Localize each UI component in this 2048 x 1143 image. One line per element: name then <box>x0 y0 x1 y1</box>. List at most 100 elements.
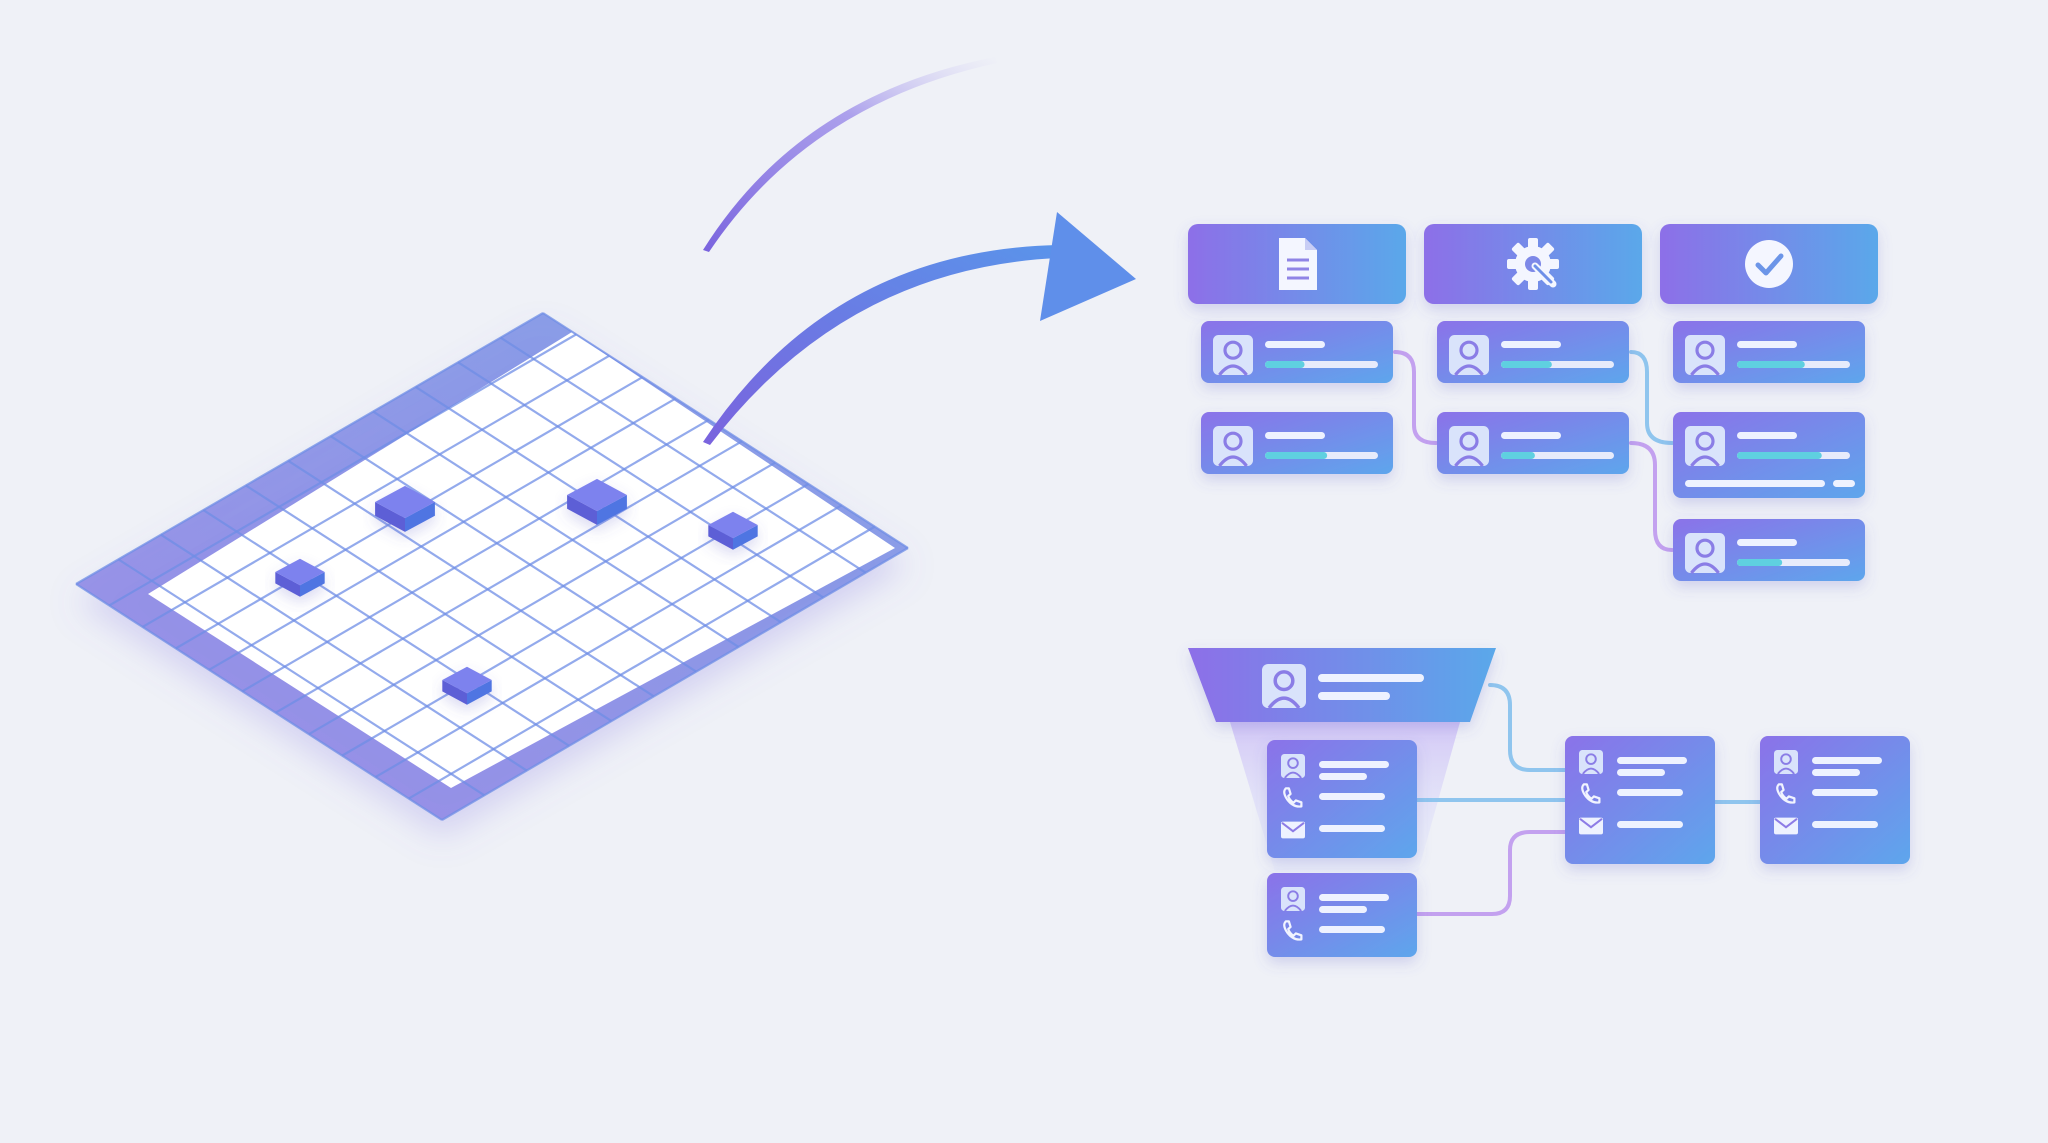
grid-line <box>275 440 743 714</box>
grid-block <box>708 511 758 550</box>
contact-card <box>1760 736 1910 864</box>
grid-line <box>374 504 843 779</box>
person-icon <box>1449 335 1489 377</box>
grid-line <box>141 354 610 628</box>
connector-line <box>1415 830 1567 916</box>
grid-line <box>75 312 544 585</box>
person-icon <box>1579 750 1603 775</box>
contact-card <box>1565 736 1715 864</box>
grid-lines <box>75 312 909 821</box>
mail-icon <box>1579 817 1603 835</box>
grid-line <box>241 418 710 693</box>
task-card <box>1673 412 1865 498</box>
text-line <box>1812 821 1878 828</box>
column-header <box>1660 224 1878 304</box>
contact-card <box>1267 740 1417 858</box>
phone-icon <box>1283 787 1303 808</box>
text-line <box>1318 692 1390 700</box>
person-icon <box>1281 754 1305 779</box>
phone-icon <box>1776 783 1796 804</box>
task-card <box>1673 321 1865 383</box>
text-line <box>1319 773 1367 780</box>
kanban-column <box>1660 224 1878 304</box>
text-line <box>1501 432 1561 439</box>
kanban-connectors <box>1393 350 1674 552</box>
grid-line <box>117 558 485 797</box>
text-line <box>1685 480 1825 487</box>
grid-line <box>160 533 528 772</box>
kanban-board <box>1188 224 1878 581</box>
text-line <box>1737 539 1797 546</box>
check-circle-icon <box>1745 240 1793 288</box>
text-line <box>1319 793 1385 800</box>
text-line <box>1737 432 1797 439</box>
connector-line <box>1629 441 1674 552</box>
text-line <box>1617 769 1665 776</box>
grid-block <box>275 558 325 597</box>
column-header <box>1188 224 1406 304</box>
gear-wrench-icon <box>1507 238 1559 290</box>
text-line <box>1812 789 1878 796</box>
task-card <box>1437 321 1629 383</box>
task-card <box>1201 412 1393 474</box>
contact-funnel <box>1188 648 1910 957</box>
progress-fill <box>1265 361 1305 368</box>
grid-line <box>208 397 677 671</box>
text-line <box>1265 432 1325 439</box>
task-card <box>1437 412 1629 474</box>
mail-icon <box>1281 821 1305 839</box>
grid-block <box>567 478 627 525</box>
person-icon <box>1449 426 1489 468</box>
text-line <box>1501 341 1561 348</box>
text-line <box>1812 757 1882 764</box>
text-line <box>1833 480 1855 487</box>
grid-line <box>75 583 443 821</box>
grid-block <box>375 485 435 532</box>
text-line <box>1318 674 1424 682</box>
kanban-column <box>1424 224 1642 304</box>
progress-fill <box>1501 452 1535 459</box>
main-arrow <box>703 212 1136 445</box>
faded-arrow <box>703 57 997 252</box>
person-icon <box>1281 887 1305 912</box>
grid-blocks <box>275 478 758 705</box>
grid-line <box>330 435 697 673</box>
person-icon <box>1213 426 1253 468</box>
mail-icon <box>1774 817 1798 835</box>
isometric-grid <box>76 313 908 820</box>
document-icon <box>1279 238 1317 290</box>
phone-icon <box>1581 783 1601 804</box>
person-icon <box>1774 750 1798 775</box>
text-line <box>1319 906 1367 913</box>
grid-line <box>542 312 909 549</box>
person-icon <box>1685 533 1725 575</box>
funnel-header <box>1188 648 1496 722</box>
text-line <box>1319 894 1389 901</box>
column-header <box>1424 224 1642 304</box>
grid-line <box>408 525 876 800</box>
grid-line <box>457 361 824 599</box>
grid-line <box>202 509 570 747</box>
text-line <box>1319 926 1385 933</box>
text-line <box>1812 769 1860 776</box>
progress-fill <box>1265 452 1328 459</box>
text-line <box>1319 825 1385 832</box>
text-line <box>1617 821 1683 828</box>
person-icon <box>1213 335 1253 377</box>
grid-line <box>499 336 867 574</box>
text-line <box>1265 341 1325 348</box>
connector-line <box>1629 350 1674 445</box>
person-icon <box>1685 426 1725 468</box>
text-line <box>1737 341 1797 348</box>
kanban-column <box>1188 224 1406 304</box>
connector-line <box>1488 683 1567 772</box>
grid-line <box>287 459 655 698</box>
progress-fill <box>1501 361 1552 368</box>
grid-line <box>372 410 740 648</box>
connector-line <box>1393 350 1438 445</box>
phone-icon <box>1283 920 1303 941</box>
grid-block <box>442 666 492 705</box>
contact-card <box>1267 873 1417 957</box>
text-line <box>1319 761 1389 768</box>
